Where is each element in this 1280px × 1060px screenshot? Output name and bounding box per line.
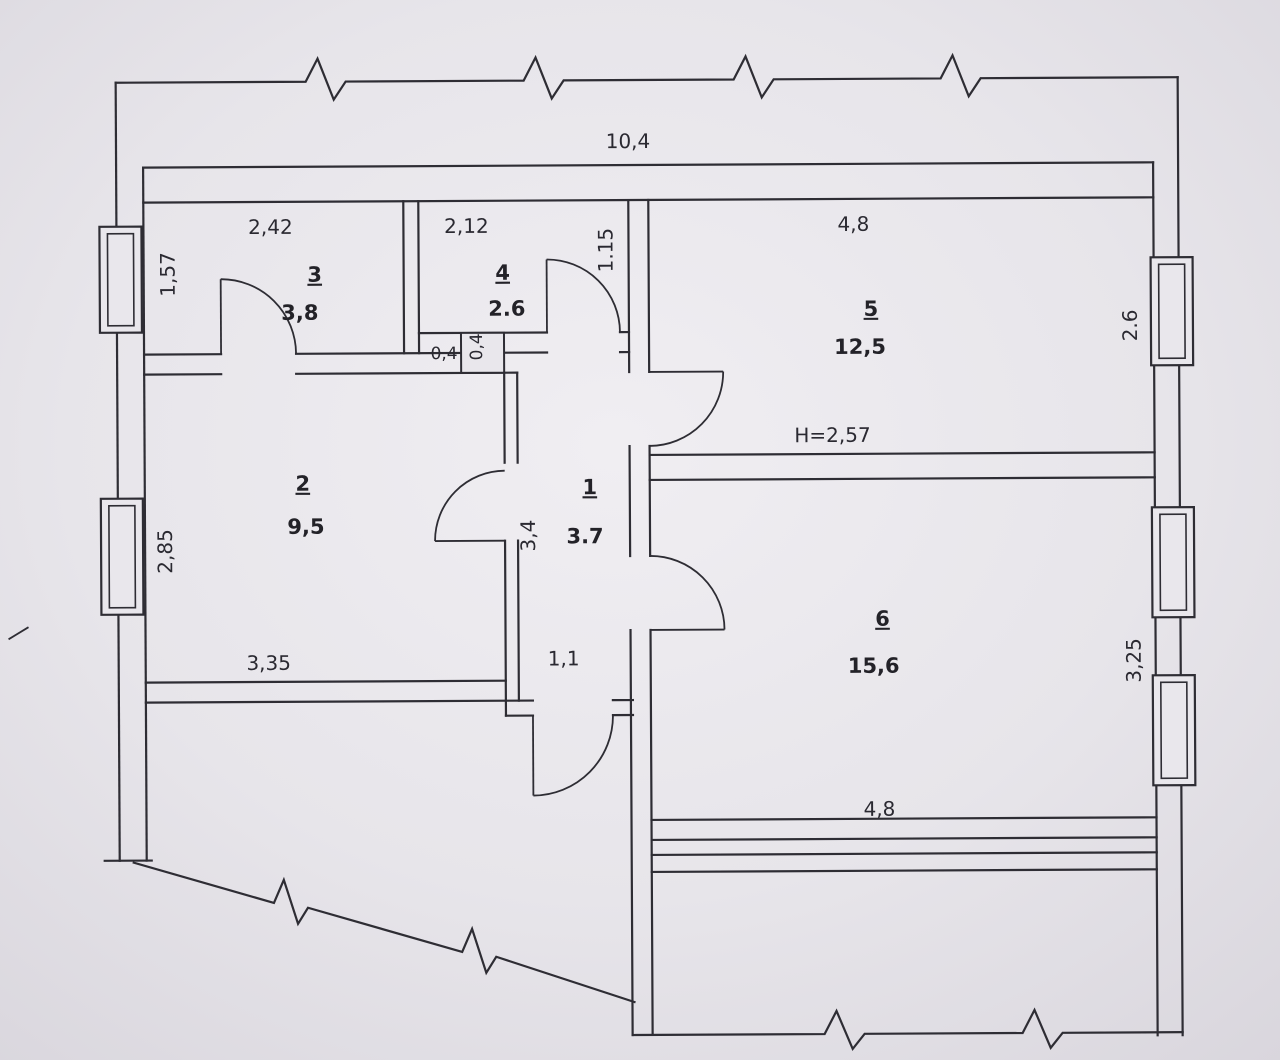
dim-r6-width: 4,8 (863, 797, 895, 821)
dim-r4-jog-b: 0,4 (467, 333, 487, 360)
wall-r2-bottom (144, 679, 507, 704)
door-room2 (434, 469, 506, 542)
wall-r5-r6 (648, 451, 1156, 482)
bottom-wall-outer (631, 1007, 1184, 1052)
dim-r1-length: 3,4 (516, 520, 540, 552)
wall-r3-r4 (402, 200, 421, 355)
room5-area: 12,5 (834, 335, 886, 359)
wall-r6-bottom (650, 816, 1158, 842)
dim-r2-height: 2,85 (153, 529, 177, 574)
window-right-3 (1151, 673, 1197, 787)
wall-corridor-bottom (504, 698, 635, 717)
dim-r4-width: 2,12 (444, 214, 489, 238)
window-left-2 (99, 497, 145, 616)
label-ceiling-height: H=2,57 (794, 423, 870, 447)
dim-overall-width: 10,4 (606, 129, 651, 153)
dim-r6-side: 3,25 (1122, 638, 1146, 683)
wall-lower-band (650, 851, 1158, 874)
top-wall-inner (141, 161, 1155, 169)
left-wall-inner (141, 166, 148, 862)
wall-corridor-left (503, 371, 520, 717)
room2-area: 9,5 (287, 515, 324, 539)
pillar (459, 331, 506, 374)
dim-r5-width: 4,8 (837, 212, 869, 236)
room6-number: 6 (875, 607, 890, 631)
door-corridor-bottom (532, 715, 614, 797)
room1-number: 1 (582, 475, 597, 499)
door-room5 (649, 370, 725, 447)
wall-r3-bottom (142, 350, 631, 376)
dim-r3-width: 2,42 (248, 215, 293, 239)
window-right-1 (1149, 255, 1195, 367)
wall-corridor-right (627, 198, 654, 1037)
room4-area: 2.6 (488, 297, 525, 321)
window-left-1 (98, 225, 144, 334)
room3-number: 3 (307, 263, 322, 287)
room2-number: 2 (295, 472, 310, 496)
room6-area: 15,6 (848, 654, 900, 678)
dim-r4-side: 1.15 (593, 228, 617, 273)
window-right-2 (1150, 505, 1196, 619)
left-wall-outer (114, 81, 121, 862)
top-wall-outer (114, 52, 1179, 102)
door-room4 (545, 258, 621, 333)
dim-r1-width: 1,1 (548, 646, 580, 670)
doors (219, 258, 726, 797)
inner-walls (142, 198, 1158, 1037)
dim-r2-width: 3,35 (246, 651, 291, 675)
stray-mark (8, 626, 29, 641)
diagonal-cut-line (132, 861, 636, 1004)
door-room3 (219, 278, 297, 355)
dim-r3-height: 1,57 (156, 252, 180, 297)
labels: 10,4 H=2,57 2,42 1,57 3 3,8 2,12 1.15 4 … (153, 129, 1146, 821)
dim-r4-jog-a: 0,4 (431, 344, 458, 364)
windows (98, 225, 1197, 787)
room3-area: 3,8 (281, 301, 318, 325)
dim-r5-side: 2.6 (1118, 309, 1142, 341)
room5-number: 5 (863, 297, 878, 321)
door-room6 (650, 555, 726, 631)
room4-number: 4 (495, 261, 510, 285)
room1-area: 3.7 (566, 524, 603, 548)
